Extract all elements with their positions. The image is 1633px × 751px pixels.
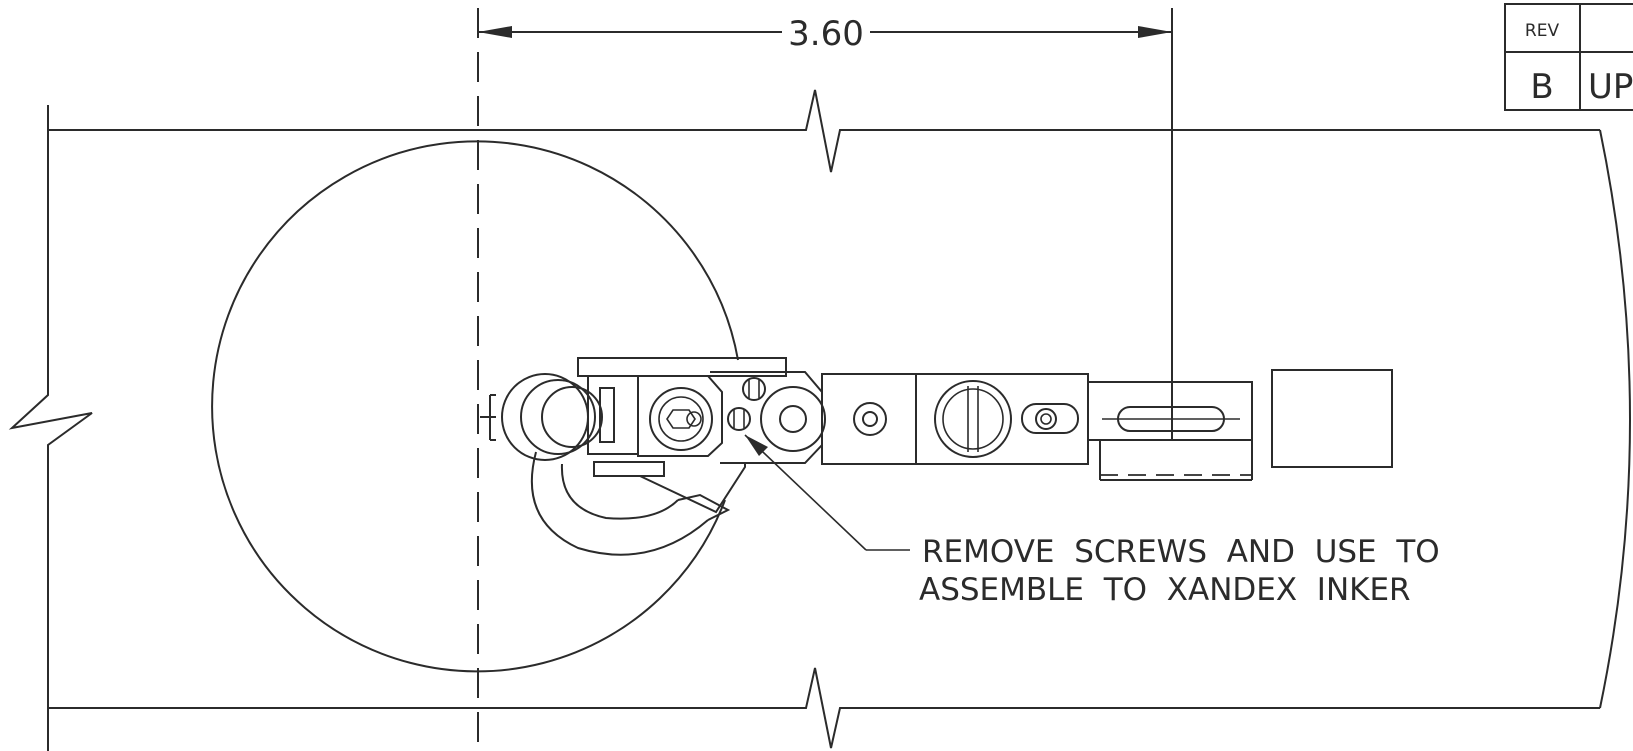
rev-header: REV — [1525, 21, 1560, 41]
large-circle — [211, 140, 739, 673]
dimension-arrow-right — [1138, 26, 1172, 38]
dimension-arrow-left — [478, 26, 512, 38]
rev-letter: B — [1530, 67, 1553, 107]
note-line-1: REMOVE SCREWS AND USE TO — [922, 534, 1440, 570]
dimension-value: 3.60 — [788, 14, 864, 54]
leader-arrowhead — [745, 435, 768, 456]
inker-assembly — [480, 357, 1393, 556]
rev-description: UP — [1588, 67, 1633, 107]
revision-block: REV B UP — [1504, 3, 1633, 111]
separate-block — [1271, 369, 1393, 468]
note-line-2: ASSEMBLE TO XANDEX INKER — [919, 572, 1411, 608]
dimension-3-60: 3.60 — [478, 8, 1173, 440]
plate-outline — [8, 89, 1631, 751]
note-leader — [744, 434, 910, 551]
